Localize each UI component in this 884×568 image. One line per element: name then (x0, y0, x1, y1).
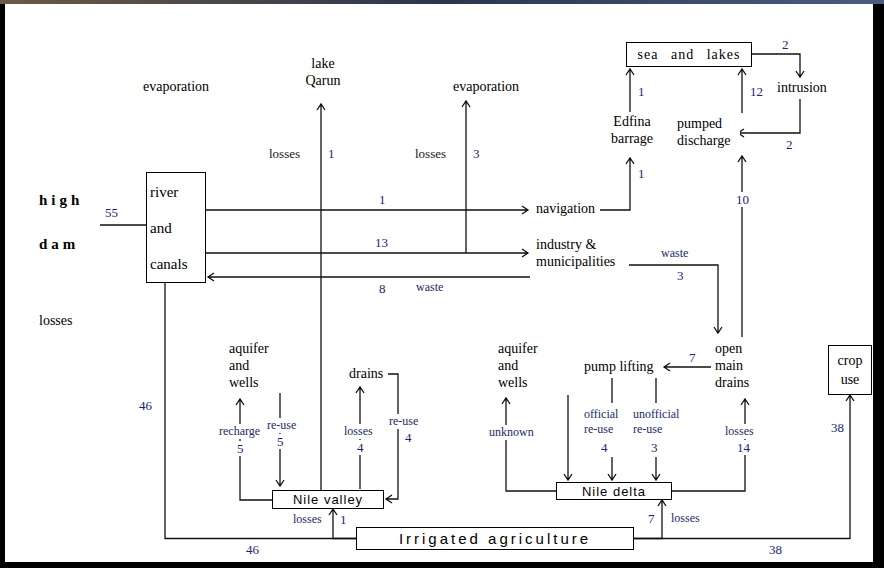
quantity-number: 3 (650, 440, 659, 455)
quantity-number: 1 (378, 192, 387, 207)
flow-box: Nile delta (556, 482, 672, 500)
quantity-number: 5 (276, 434, 285, 449)
quantity-number: 12 (749, 84, 764, 99)
quantity-number: 2 (781, 37, 790, 52)
quantity-number: 8 (378, 281, 387, 296)
flow-label: re-use (266, 418, 297, 433)
photo-strip (0, 0, 884, 4)
flow-label: losses (414, 146, 447, 161)
flow-label: Edfina barrage (602, 113, 662, 147)
flow-label: waste (660, 246, 689, 261)
flow-label: unofficial re-use (632, 407, 688, 437)
flow-connector (634, 500, 666, 539)
quantity-number: 4 (600, 440, 609, 455)
quantity-number: 7 (688, 350, 697, 365)
flow-label: waste (415, 280, 444, 295)
quantity-number: 14 (736, 440, 751, 455)
flow-label: navigation (535, 201, 596, 216)
flow-box: Nile valley (272, 490, 384, 509)
quantity-number: 10 (735, 192, 750, 207)
box-text: Irrigated agriculture (399, 530, 591, 547)
flow-label: losses (724, 424, 755, 439)
flow-label: aquifer and wells (497, 340, 545, 391)
box-text: crop use (833, 351, 867, 389)
flow-connector (329, 509, 356, 539)
flow-label: aquifer and wells (228, 340, 276, 391)
quantity-number: 13 (374, 235, 389, 250)
flow-label: official re-use (583, 407, 631, 437)
quantity-number: 1 (637, 84, 646, 99)
flow-label: evaporation (142, 79, 210, 94)
quantity-number: 4 (404, 430, 413, 445)
quantity-number: 2 (785, 137, 794, 152)
quantity-number: 5 (236, 441, 245, 456)
box-text: Nile delta (582, 484, 646, 499)
flow-label: intrusion (776, 80, 828, 95)
flow-box: river and canals (146, 172, 206, 283)
flow-label: losses (38, 313, 73, 328)
quantity-number: 46 (138, 398, 153, 413)
quantity-number: 1 (339, 512, 348, 527)
flow-label: evaporation (452, 79, 520, 94)
flow-label: pump lifting (583, 359, 655, 374)
flow-label: open main drains (714, 340, 760, 391)
quantity-number: 1 (327, 146, 336, 161)
flow-label: losses (670, 511, 701, 526)
quantity-number: 4 (356, 440, 365, 455)
quantity-number: 38 (768, 542, 783, 557)
quantity-number: 1 (637, 166, 646, 181)
flow-label: pumped discharge (676, 115, 740, 149)
flow-box: sea and lakes (626, 42, 752, 67)
quantity-number: 38 (830, 420, 845, 435)
quantity-number: 7 (647, 511, 656, 526)
flow-label: lake Qarun (296, 55, 350, 89)
flow-label: drains (348, 366, 384, 381)
diagram-panel (5, 4, 873, 562)
flow-label: losses (292, 512, 323, 527)
flow-label: industry & municipalities (535, 236, 629, 270)
quantity-number: 3 (472, 146, 481, 161)
flow-box: crop use (828, 345, 872, 395)
flow-label: unknown (488, 425, 535, 440)
box-text: river and canals (150, 174, 194, 282)
flow-label: losses (268, 146, 301, 161)
box-text: sea and lakes (638, 47, 741, 63)
quantity-number: 55 (104, 205, 119, 220)
quantity-number: 3 (676, 268, 685, 283)
flow-box: Irrigated agriculture (356, 527, 634, 550)
flow-label: re-use (388, 414, 419, 429)
quantity-number: 46 (245, 542, 260, 557)
box-text: Nile valley (293, 492, 363, 507)
flow-label: high dam (38, 178, 104, 266)
flow-label: losses (343, 424, 374, 439)
flow-label: recharge (218, 424, 261, 439)
